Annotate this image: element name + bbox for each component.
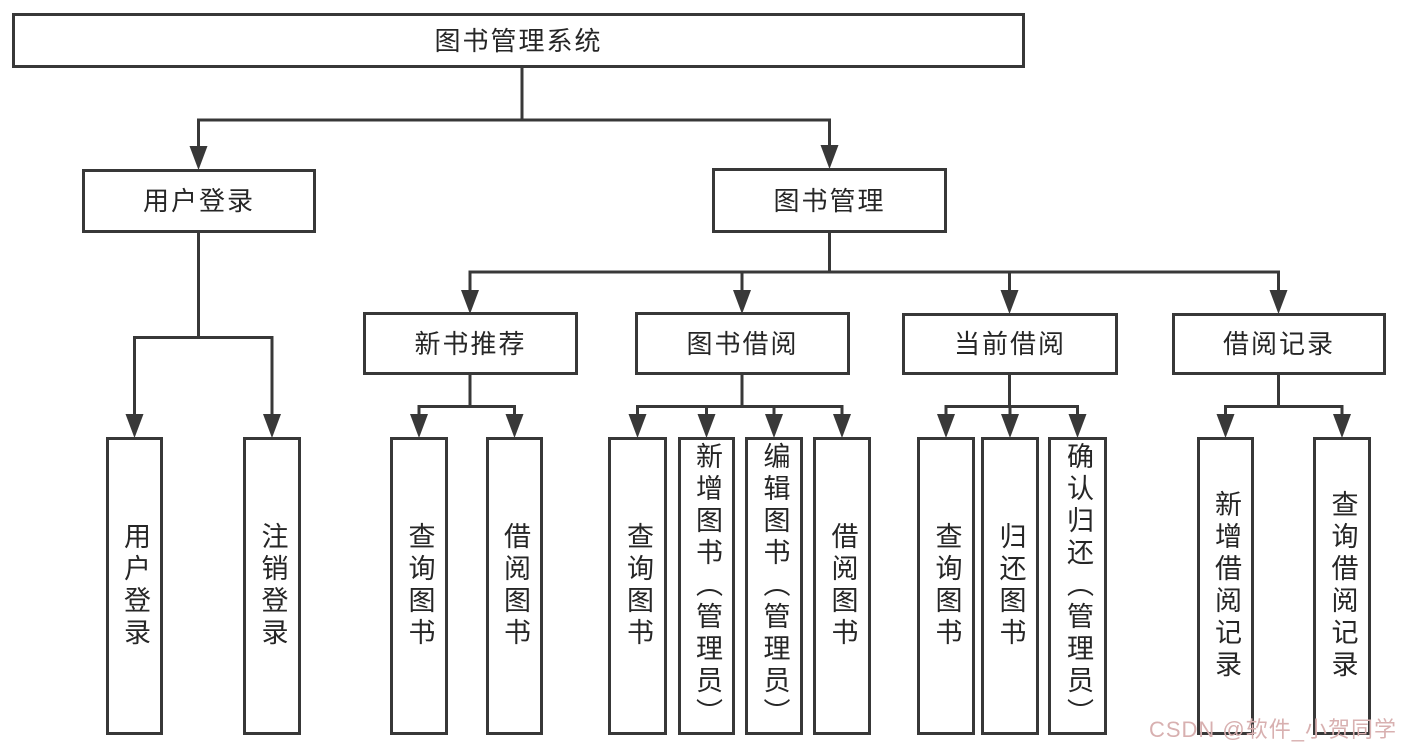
leaf-return-books-label: 归还图书 (995, 522, 1026, 650)
csdn-watermark: CSDN @软件_小贺同学 (1148, 717, 1397, 742)
leaf-query-books-borrow-label: 查询图书 (623, 522, 653, 650)
arrowhead-leaf-borrow-rec (505, 414, 524, 438)
node-current-borrow-label: 当前借阅 (953, 329, 1066, 359)
arrowhead-borrow-record (1269, 290, 1288, 314)
leaf-query-books-current-label: 查询图书 (931, 522, 962, 650)
arrowhead-current-borrow (1000, 290, 1019, 314)
arrowhead-leaf-add-record (1216, 414, 1235, 438)
leaf-query-books-current: 查询图书 (917, 437, 975, 735)
leaf-add-borrow-record: 新增借阅记录 (1197, 437, 1254, 735)
leaf-confirm-return-admin-label: 确认归还（管理员） (1063, 442, 1093, 730)
arrowhead-leaf-logout (263, 414, 281, 438)
arrowhead-leaf-user-login (125, 414, 144, 438)
arrowhead-leaf-edit-books (765, 414, 783, 438)
node-user-login-label: 用户登录 (142, 186, 255, 216)
node-new-book-rec: 新书推荐 (363, 312, 578, 375)
leaf-query-books-borrow: 查询图书 (608, 437, 667, 735)
leaf-query-borrow-record-label: 查询借阅记录 (1327, 490, 1358, 682)
node-root-label: 图书管理系统 (434, 25, 603, 56)
leaf-edit-books-admin: 编辑图书（管理员） (745, 437, 803, 735)
arrowhead-leaf-query-record (1333, 414, 1351, 438)
leaf-query-borrow-record: 查询借阅记录 (1313, 437, 1371, 735)
arrowhead-leaf-confirm-return (1068, 414, 1087, 438)
node-borrow-record-label: 借阅记录 (1222, 329, 1335, 359)
node-user-login: 用户登录 (82, 169, 316, 233)
node-book-mgmt: 图书管理 (712, 168, 947, 233)
arrowhead-leaf-add-books (697, 414, 716, 438)
node-book-mgmt-label: 图书管理 (773, 185, 886, 216)
leaf-confirm-return-admin: 确认归还（管理员） (1048, 437, 1107, 735)
node-current-borrow: 当前借阅 (902, 313, 1118, 375)
leaf-borrow-books-borrow-label: 借阅图书 (827, 522, 858, 650)
arrowhead-user-login (189, 146, 208, 170)
arrowhead-leaf-query-rec (410, 414, 428, 438)
leaf-borrow-books-rec: 借阅图书 (486, 437, 543, 735)
leaf-add-books-admin: 新增图书（管理员） (678, 437, 735, 735)
leaf-logout-login-label: 注销登录 (257, 522, 288, 650)
leaf-edit-books-admin-label: 编辑图书（管理员） (759, 442, 790, 730)
node-borrow-record: 借阅记录 (1172, 313, 1386, 375)
leaf-query-books-rec-label: 查询图书 (404, 522, 435, 650)
arrowhead-leaf-return-books (1001, 414, 1019, 438)
arrowhead-leaf-query-borrow (628, 414, 647, 438)
leaf-borrow-books-rec-label: 借阅图书 (500, 522, 530, 650)
leaf-add-borrow-record-label: 新增借阅记录 (1211, 490, 1241, 682)
leaf-borrow-books-borrow: 借阅图书 (813, 437, 871, 735)
leaf-logout-login: 注销登录 (243, 437, 301, 735)
leaf-add-books-admin-label: 新增图书（管理员） (692, 442, 722, 730)
leaf-return-books: 归还图书 (981, 437, 1039, 735)
leaf-query-books-rec: 查询图书 (390, 437, 448, 735)
leaf-user-login: 用户登录 (106, 437, 163, 735)
node-new-book-rec-label: 新书推荐 (414, 328, 527, 359)
arrowhead-leaf-query-current (937, 414, 955, 438)
node-book-borrow-label: 图书借阅 (686, 328, 799, 359)
arrowhead-new-book-rec (461, 290, 479, 314)
node-book-borrow: 图书借阅 (635, 312, 850, 375)
arrowhead-book-mgmt (820, 145, 839, 169)
leaf-user-login-label: 用户登录 (120, 522, 150, 650)
arrowhead-leaf-borrow-books (833, 414, 851, 438)
arrowhead-book-borrow (733, 290, 751, 314)
node-root: 图书管理系统 (12, 13, 1025, 68)
